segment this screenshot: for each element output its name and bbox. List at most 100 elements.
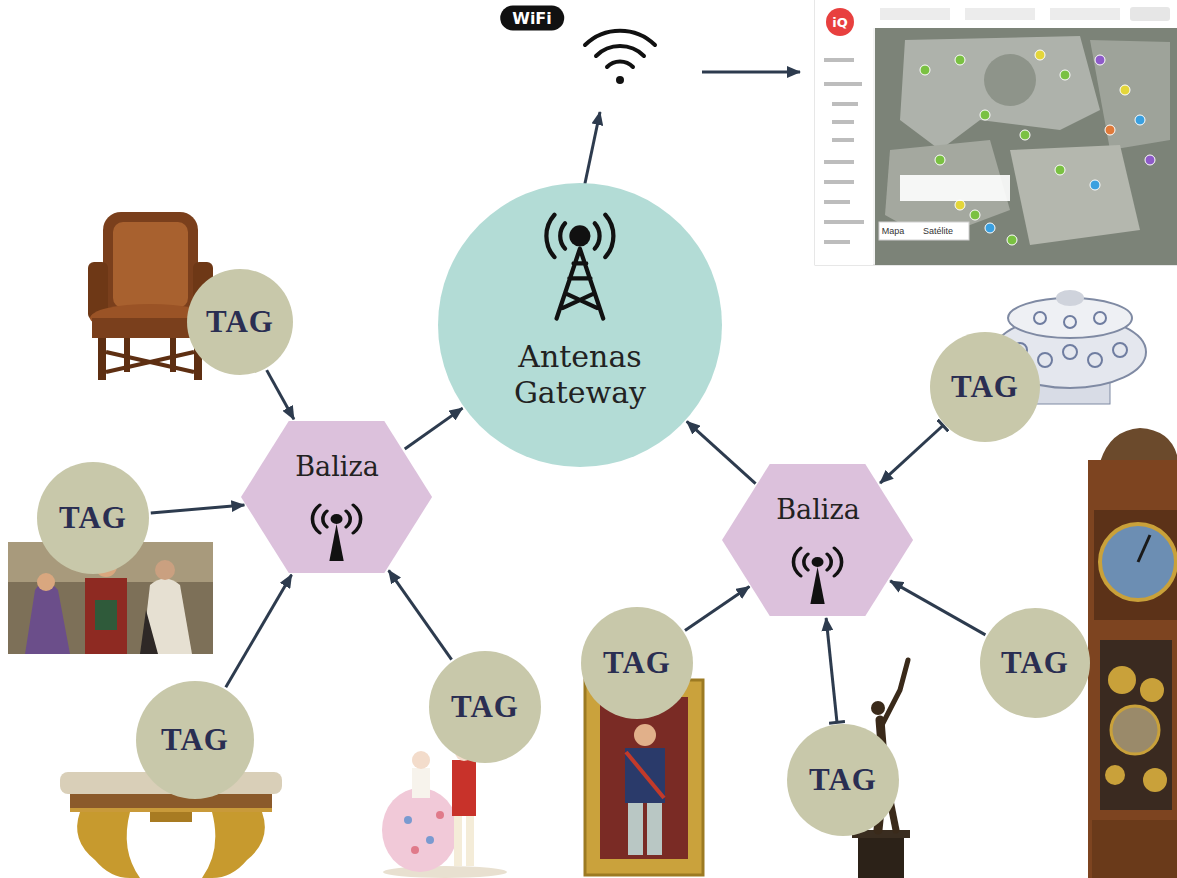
platform-screenshot [815,0,1177,265]
platform-screenshot [900,36,1100,150]
node-label: TAG [809,762,877,798]
gateway-circle: Antenas Gateway [438,183,722,467]
beacon-hexagon: Baliza [722,464,913,616]
platform-screenshot [955,200,965,210]
node-label: TAG [59,500,127,536]
platform-screenshot [824,160,854,164]
clock-picture [1108,666,1136,694]
painting-picture [95,600,117,630]
figurine-picture [426,836,434,844]
antenna-icon [313,505,320,533]
platform-screenshot [955,55,965,65]
antenna-icon [835,548,842,576]
platform-screenshot [1105,125,1115,135]
platform-screenshot [920,50,1155,245]
antenna-icon [804,554,808,570]
figurine-picture [382,788,458,872]
figurine-picture [411,846,419,854]
platform-screenshot [1050,8,1120,20]
node-label: Antenas Gateway [480,339,680,411]
antenna-icon [323,511,327,527]
figurine-picture [383,866,507,878]
painting-picture [37,573,55,591]
tower-icon [560,223,565,248]
tureen-picture [1056,290,1084,306]
tureen-picture [1063,345,1077,359]
portrait-picture [626,752,664,798]
platform-screenshot [824,58,864,244]
clock-picture [1094,510,1177,620]
platform-screenshot [900,175,1010,201]
node-label: TAG [1001,645,1069,681]
platform-screenshot [815,0,1177,28]
platform-screenshot [1035,50,1045,60]
antenna-icon [812,557,824,567]
node-label: TAG [451,689,519,725]
connector-arrow [890,581,985,635]
wifi-icon [585,31,655,84]
tower-icon [438,183,722,467]
portrait-picture [625,748,665,803]
platform-screenshot [875,28,1177,265]
tag-circle: TAG [136,681,254,799]
platform-screenshot [815,28,873,265]
tureen-picture [1064,316,1076,328]
antenna-icon [313,505,361,561]
connector-arrow [151,505,245,513]
table-picture [70,808,272,812]
tag-circle: TAG [787,724,899,836]
wifi-icon [616,76,624,84]
antenna-icon [354,505,361,533]
antenna-icon [330,524,344,561]
tower-icon [557,249,604,319]
clock-picture [1088,460,1177,878]
platform-screenshot [985,223,995,233]
clock-picture [1092,820,1177,878]
hexagon-outline [722,464,913,616]
platform-screenshot [1135,115,1145,125]
platform-screenshot [1020,130,1030,140]
wifi-icon [585,31,655,45]
painting-picture [85,578,127,654]
tag-circle: TAG [980,608,1090,718]
platform-screenshot [815,0,1177,265]
antenna-icon [347,511,351,527]
figurine-picture [404,816,412,824]
tureen-picture [1094,312,1106,324]
node-label: Baliza [776,494,860,525]
clock-picture [1100,524,1176,600]
connector-arrow [405,408,463,449]
portrait-picture [647,803,662,855]
data-arrow [702,71,800,74]
clock-picture [1143,768,1167,792]
connector-arrow [826,618,837,722]
platform-screenshot [826,8,854,36]
tureen-picture [1113,343,1127,357]
tag-circle: TAG [930,332,1040,442]
platform-screenshot [824,220,864,224]
node-label: TAG [951,369,1019,405]
antenna-icon [331,514,343,524]
tag-circle: TAG [581,607,693,719]
platform-screenshot [1090,40,1170,150]
platform-screenshot [965,8,1035,20]
node-label: TAG [603,645,671,681]
platform-screenshot [984,54,1036,106]
platform-screenshot [1060,70,1070,80]
connector-arrow [880,426,943,484]
tower-icon [546,215,554,257]
platform-screenshot [920,65,930,75]
map-tab: Mapa [882,226,905,236]
tureen-picture [1088,353,1102,367]
statue-picture [871,701,885,715]
platform-screenshot [880,8,950,20]
tureen-picture [1034,312,1046,324]
connector-arrow [687,421,756,483]
hexagon-shape [722,464,913,616]
hexagon-shape [241,421,432,573]
platform-screenshot [980,110,990,120]
figurine-picture [452,760,476,816]
platform-screenshot [879,222,969,240]
statue-picture [858,835,904,878]
